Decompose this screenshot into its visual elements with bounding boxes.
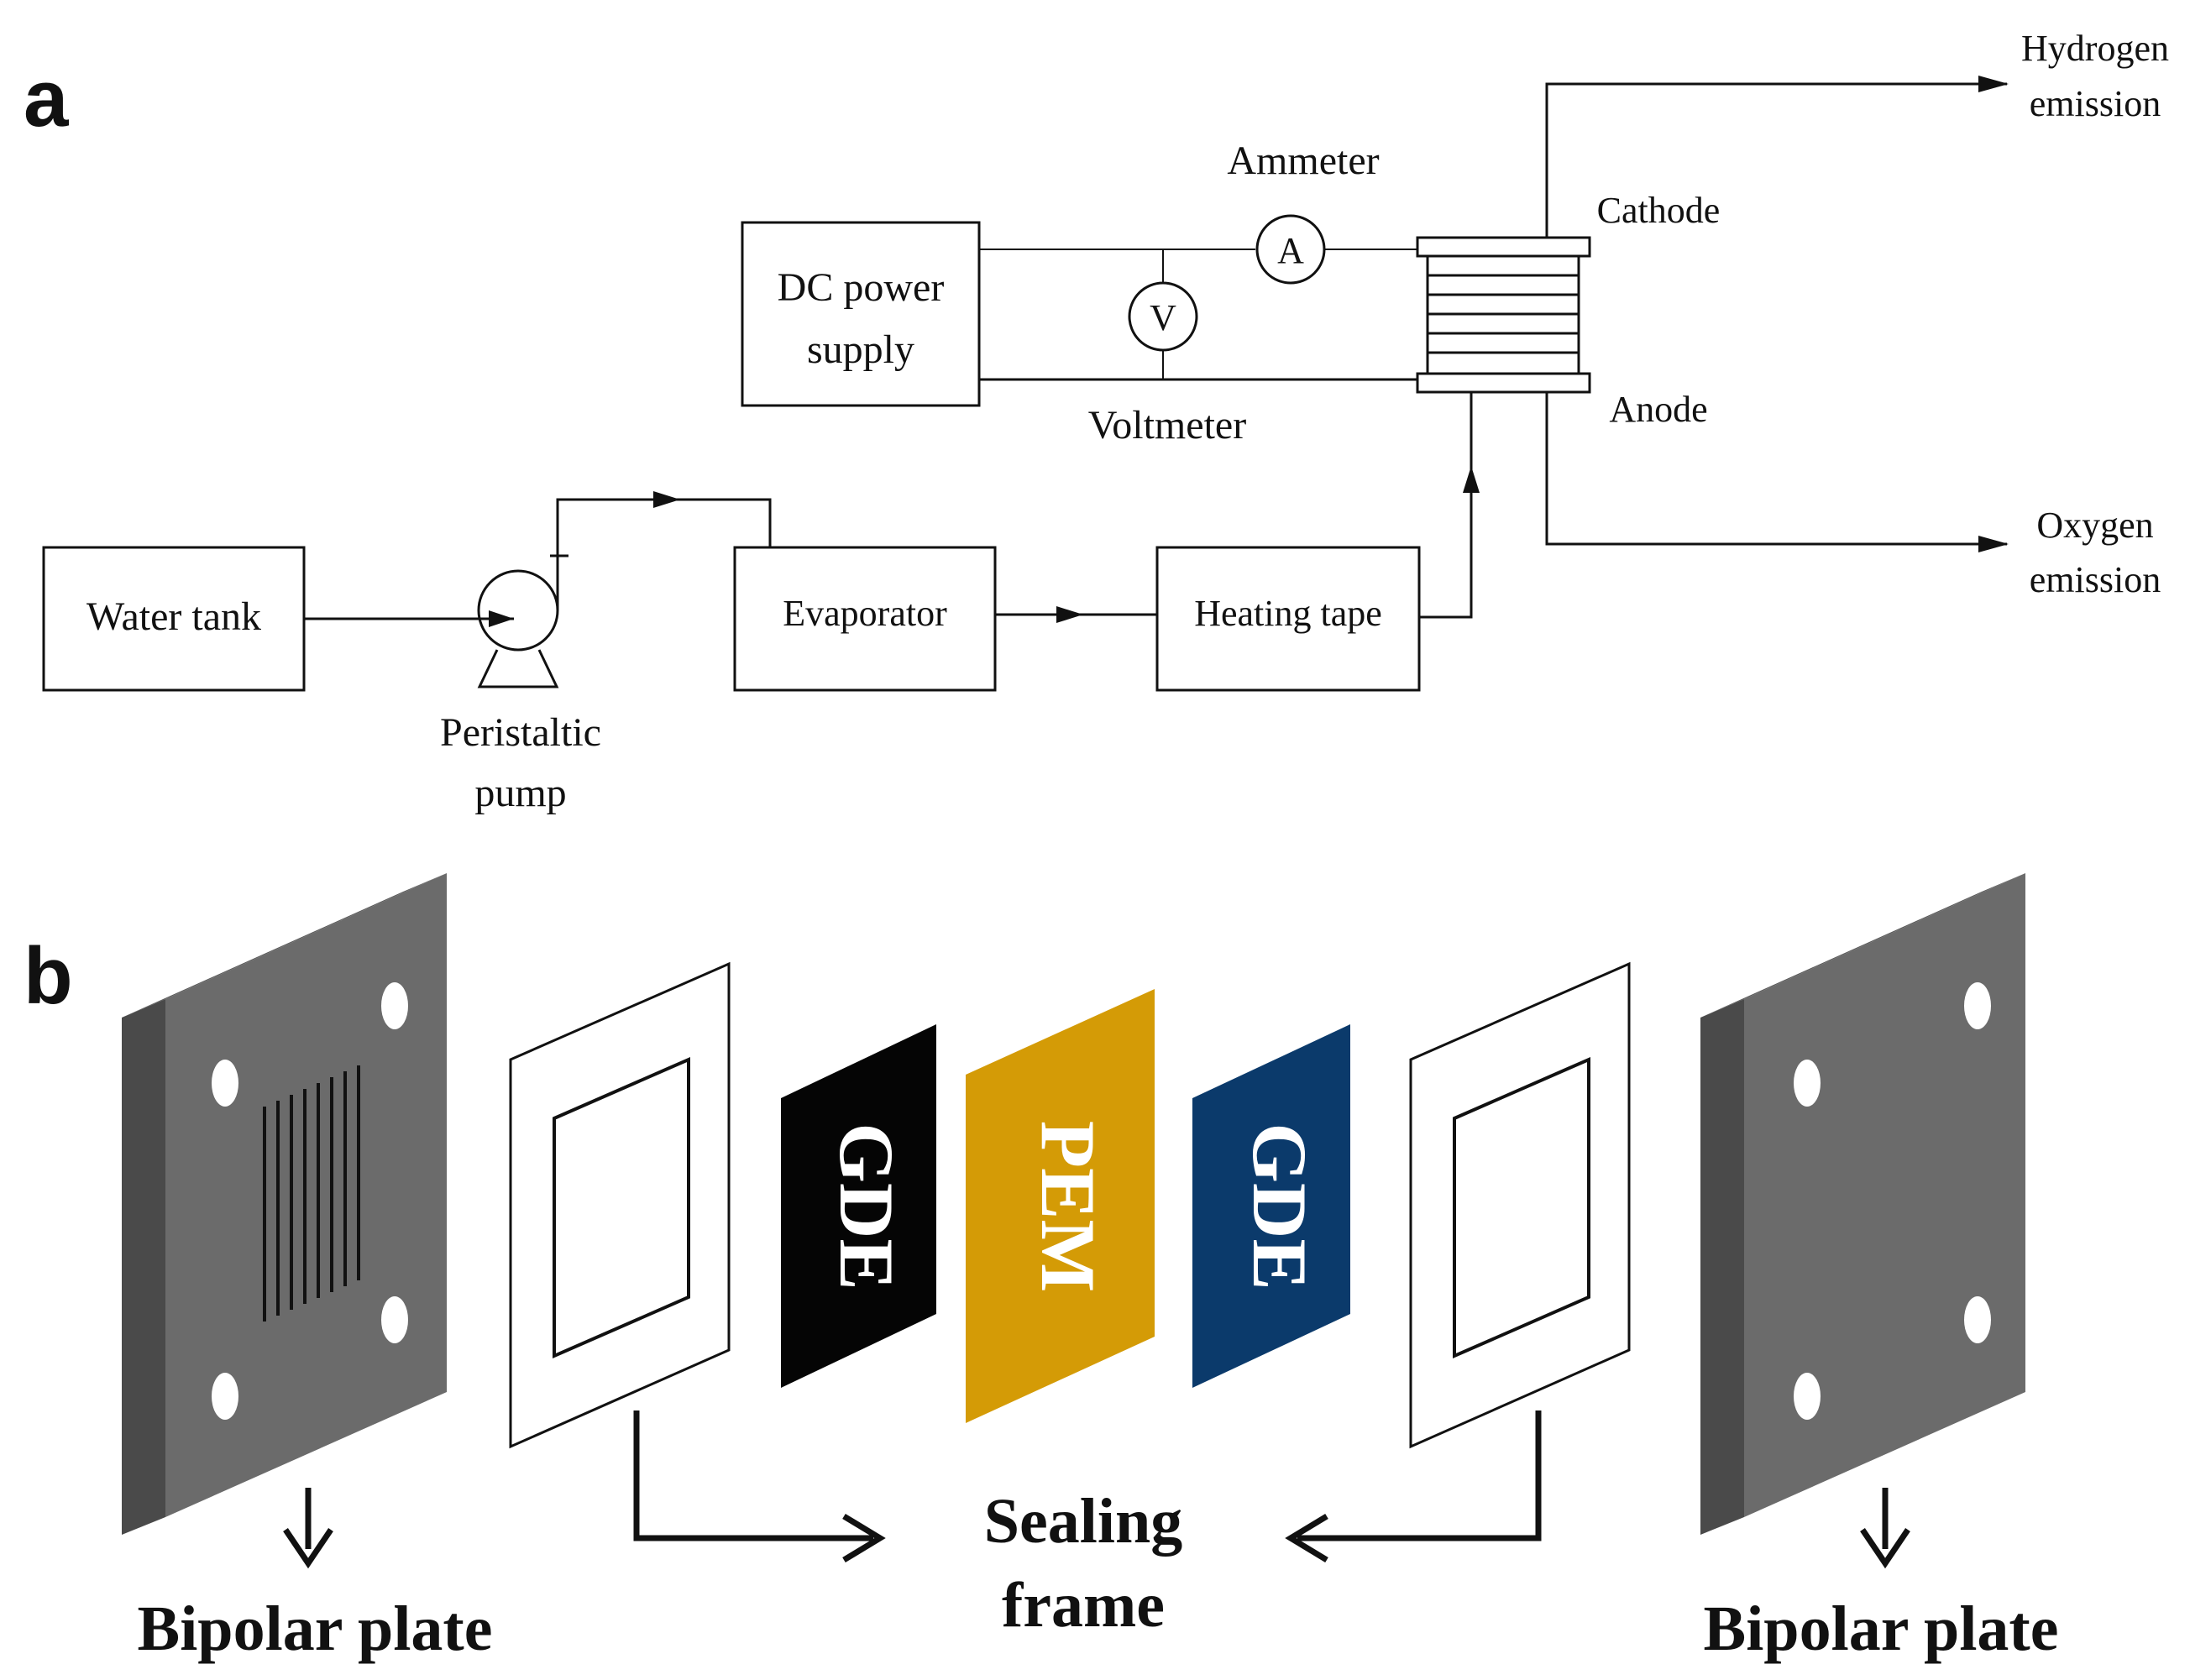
ammeter-symbol: A: [1277, 230, 1304, 271]
bipolar-right-arrow-head: [1860, 1528, 1910, 1569]
bipolar-plate-right-label: Bipolar plate: [1704, 1594, 2059, 1664]
plate-hole: [1794, 1373, 1821, 1420]
bipolar-plate-left-label: Bipolar plate: [138, 1594, 493, 1664]
heating-tape-label: Heating tape: [1194, 593, 1382, 634]
sealing-left-arrow-line: [633, 1410, 873, 1541]
flow-channels: [263, 1065, 360, 1321]
pem-layer: PEM: [966, 989, 1155, 1423]
plate-hole: [381, 982, 408, 1029]
oxygen-label-line2: emission: [2030, 559, 2161, 600]
pump-label-line1: Peristaltic: [440, 710, 601, 755]
pem-label: PEM: [1025, 1121, 1111, 1292]
dc-power-supply-box: DC power supply: [741, 221, 981, 407]
plate-hole: [1794, 1060, 1821, 1107]
pipe-heating-to-stack: [1419, 393, 1473, 619]
plate-hole: [1964, 1296, 1991, 1343]
peristaltic-pump-icon: [477, 510, 568, 688]
hydrogen-arrow: [1978, 76, 2009, 92]
panel-b: b Bipolar plate: [24, 873, 2058, 1664]
heating-tape-box: Heating tape: [1155, 546, 1421, 692]
plate-hole: [212, 1060, 238, 1107]
sealing-right-arrow-head: [1285, 1514, 1328, 1562]
bipolar-plate-right: [1700, 873, 2025, 1535]
water-tank-box: Water tank: [42, 546, 306, 692]
oxygen-output-line: [1545, 392, 2007, 546]
voltmeter-label: Voltmeter: [1088, 403, 1246, 447]
bipolar-plate-left: [122, 873, 447, 1535]
hydrogen-label-line1: Hydrogen: [2021, 28, 2169, 69]
sealing-frame-label-line1: Sealing: [984, 1486, 1183, 1557]
dc-power-label-line1: DC power: [778, 265, 945, 310]
gde-layer-left: GDE: [781, 1024, 936, 1388]
flow-arrow-evaporator-in: [653, 491, 680, 508]
hydrogen-output-line: [1545, 82, 2007, 238]
ammeter-icon: A: [1255, 214, 1326, 285]
panel-a: a Water tank Peristaltic pump Evaporator: [24, 28, 2169, 815]
oxygen-arrow: [1978, 536, 2009, 552]
pipe-pump-to-evaporator: [556, 498, 772, 547]
plate-hole: [381, 1296, 408, 1343]
evaporator-label: Evaporator: [783, 593, 947, 634]
flow-arrow-heating-in: [1056, 606, 1083, 623]
panel-b-letter: b: [24, 931, 73, 1021]
hydrogen-label-line2: emission: [2030, 83, 2161, 124]
sealing-frame-label-line2: frame: [1002, 1570, 1165, 1641]
gde-right-label: GDE: [1237, 1123, 1323, 1290]
electrolyzer-stack: [1416, 236, 1591, 394]
flow-arrow-pump: [489, 610, 514, 627]
water-tank-label: Water tank: [86, 594, 261, 639]
bipolar-left-arrow-head: [283, 1528, 333, 1569]
sealing-right-arrow-line: [1297, 1410, 1542, 1541]
dc-power-label-line2: supply: [807, 327, 914, 372]
plate-hole: [1964, 982, 1991, 1029]
cathode-label: Cathode: [1597, 190, 1721, 231]
panel-a-letter: a: [24, 54, 69, 144]
sealing-frame-right: [1409, 961, 1631, 1449]
sealing-frame-left: [509, 961, 731, 1449]
voltmeter-symbol: V: [1150, 297, 1176, 338]
voltmeter-icon: V: [1128, 281, 1198, 352]
pump-label-line2: pump: [474, 771, 566, 815]
gde-left-label: GDE: [824, 1123, 909, 1290]
flow-arrow-stack-in: [1463, 466, 1480, 493]
anode-label: Anode: [1609, 389, 1707, 430]
plate-hole: [212, 1373, 238, 1420]
gde-layer-right: GDE: [1192, 1024, 1350, 1388]
evaporator-box: Evaporator: [733, 546, 997, 692]
oxygen-label-line1: Oxygen: [2036, 505, 2153, 546]
ammeter-label: Ammeter: [1227, 139, 1379, 183]
sealing-left-arrow-head: [842, 1514, 886, 1562]
